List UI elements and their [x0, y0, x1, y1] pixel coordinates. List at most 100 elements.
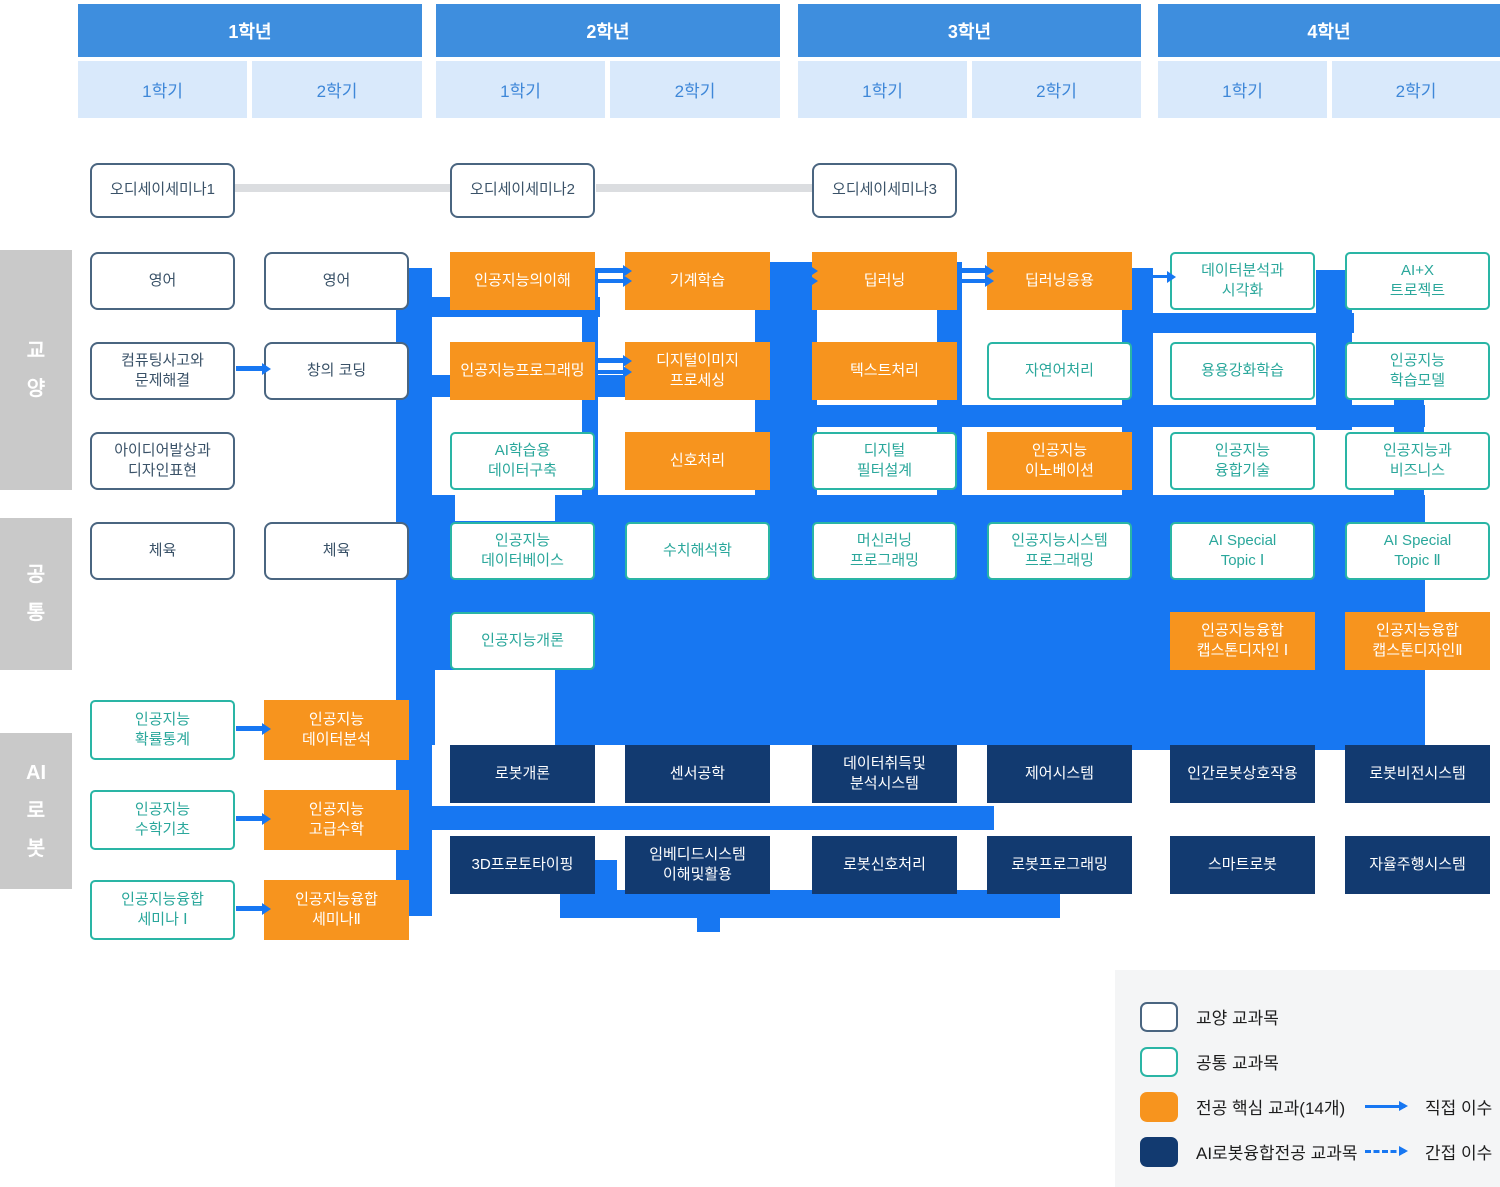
course-aix-project: AI+X 트로젝트 [1345, 252, 1490, 310]
sidebar-label-airobot: AI 로 봇 [0, 733, 72, 889]
legend-label: 전공 핵심 교과(14개) [1196, 1099, 1346, 1118]
odyssey-link-line [596, 184, 814, 192]
prerequisite-arrow [236, 722, 271, 735]
legend-swatch-robot [1140, 1136, 1178, 1167]
connector-band [560, 890, 1060, 918]
course-ai-learning-model: 인공지능 학습모델 [1345, 342, 1490, 400]
course-ai-programming: 인공지능프로그래밍 [450, 342, 595, 400]
legend: 교양 교과목 공통 교과목 전공 핵심 교과(14개) 직접 이수 AI로봇융합… [1115, 970, 1500, 1187]
prerequisite-arrow [772, 275, 818, 287]
course-human-robot-interaction: 인간로봇상호작용 [1170, 745, 1315, 803]
sidebar-label-gyoyang: 교 양 [0, 250, 72, 490]
course-creative-coding: 창의 코딩 [264, 342, 409, 400]
course-ai-convergence-seminar-2: 인공지능융합 세미나Ⅱ [264, 880, 409, 940]
course-text-processing: 텍스트처리 [812, 342, 957, 400]
course-robot-programming: 로봇프로그래밍 [987, 836, 1132, 894]
semester-cell-y2s2: 2학기 [610, 61, 780, 118]
course-ai-convergence-tech: 인공지능 융합기술 [1170, 432, 1315, 490]
connector-band [697, 894, 720, 932]
legend-label: AI로봇융합전공 교과목 [1196, 1144, 1358, 1163]
course-numerical-analysis: 수치해석학 [625, 522, 770, 580]
course-ai-math-basics: 인공지능 수학기초 [90, 790, 235, 850]
course-data-acquisition-analysis: 데이터취득및 분석시스템 [812, 745, 957, 803]
prerequisite-arrow [236, 812, 271, 825]
connector-band [432, 806, 994, 830]
course-data-analysis-visualization: 데이터분석과 시각화 [1170, 252, 1315, 310]
legend-label: 공통 교과목 [1196, 1054, 1279, 1073]
course-ai-innovation: 인공지능 이노베이션 [987, 432, 1132, 490]
odyssey-link-line [234, 184, 452, 192]
legend-swatch-common [1140, 1046, 1178, 1077]
semester-cell-y2s1: 1학기 [436, 61, 605, 118]
course-ai-capstone-1: 인공지능융합 캡스톤디자인 Ⅰ [1170, 612, 1315, 670]
course-smart-robot: 스마트로봇 [1170, 836, 1315, 894]
sidebar-label-gongtong: 공 통 [0, 518, 72, 670]
legend-swatch-gen [1140, 1001, 1178, 1032]
course-deep-learning-application: 딥러닝응용 [987, 252, 1132, 310]
course-ai-training-data: AI학습용 데이터구축 [450, 432, 595, 490]
course-control-system: 제어시스템 [987, 745, 1132, 803]
course-idea-design: 아이디어발상과 디자인표현 [90, 432, 235, 490]
course-ai-introduction: 인공지능개론 [450, 612, 595, 670]
semester-cell-y1s2: 2학기 [252, 61, 422, 118]
year-header-4: 4학년 [1158, 4, 1500, 57]
course-ai-special-topic-2: AI Special Topic Ⅱ [1345, 522, 1490, 580]
course-robot-vision-system: 로봇비전시스템 [1345, 745, 1490, 803]
course-ai-convergence-seminar-1: 인공지능융합 세미나 Ⅰ [90, 880, 235, 940]
course-ai-understanding: 인공지능의이해 [450, 252, 595, 310]
course-digital-image-processing: 디지털이미지 프로세싱 [625, 342, 770, 400]
course-deep-learning: 딥러닝 [812, 252, 957, 310]
course-ai-capstone-2: 인공지능융합 캡스톤디자인Ⅱ [1345, 612, 1490, 670]
year-header-3: 3학년 [798, 4, 1141, 57]
semester-cell-y1s1: 1학기 [78, 61, 247, 118]
course-odyssey-seminar-3: 오디세이세미나3 [812, 163, 957, 218]
course-robot-signal-processing: 로봇신호처리 [812, 836, 957, 894]
legend-swatch-core [1140, 1091, 1178, 1122]
semester-cell-y4s2: 2학기 [1332, 61, 1500, 118]
course-ai-data-analysis: 인공지능 데이터분석 [264, 700, 409, 760]
connector-band [817, 405, 1425, 427]
course-ai-special-topic-1: AI Special Topic Ⅰ [1170, 522, 1315, 580]
course-pe-2: 체육 [264, 522, 409, 580]
course-nlp: 자연어처리 [987, 342, 1132, 400]
course-3d-prototyping: 3D프로토타이핑 [450, 836, 595, 894]
course-ai-advanced-math: 인공지능 고급수학 [264, 790, 409, 850]
prerequisite-arrow [236, 362, 271, 375]
course-ai-probability-statistics: 인공지능 확률통계 [90, 700, 235, 760]
legend-label: 교양 교과목 [1196, 1009, 1279, 1028]
legend-row-gen: 교양 교과목 [1140, 994, 1500, 1039]
prerequisite-arrow [959, 275, 994, 287]
course-machine-learning: 기계학습 [625, 252, 770, 310]
background-patch [435, 670, 555, 745]
semester-cell-y4s1: 1학기 [1158, 61, 1327, 118]
direct-arrow-icon [1365, 1101, 1408, 1111]
semester-cell-y3s1: 1학기 [798, 61, 967, 118]
prerequisite-arrow [772, 264, 818, 277]
year-header-1: 1학년 [78, 4, 422, 57]
prerequisite-arrow [597, 264, 632, 277]
legend-row-robot: AI로봇융합전공 교과목 간접 이수 [1140, 1129, 1500, 1174]
course-computing-thinking: 컴퓨팅사고와 문제해결 [90, 342, 235, 400]
course-pe-1: 체육 [90, 522, 235, 580]
prerequisite-arrow [959, 264, 994, 277]
legend-row-common: 공통 교과목 [1140, 1039, 1500, 1084]
semester-cell-y3s2: 2학기 [972, 61, 1141, 118]
legend-arrow-label: 직접 이수 [1425, 1099, 1493, 1118]
background-patch [455, 495, 555, 521]
course-ai-system-programming: 인공지능시스템 프로그래밍 [987, 522, 1132, 580]
course-english-1: 영어 [90, 252, 235, 310]
course-sensor-engineering: 센서공학 [625, 745, 770, 803]
course-embedded-system: 임베디드시스템 이해및활용 [625, 836, 770, 894]
course-odyssey-seminar-2: 오디세이세미나2 [450, 163, 595, 218]
prerequisite-arrow [597, 354, 632, 367]
course-ai-business: 인공지능과 비즈니스 [1345, 432, 1490, 490]
course-robotics-introduction: 로봇개론 [450, 745, 595, 803]
connector-band [1122, 313, 1354, 333]
connector-band [595, 860, 617, 892]
course-ml-programming: 머신러닝 프로그래밍 [812, 522, 957, 580]
course-applied-reinforcement-learning: 용용강화학습 [1170, 342, 1315, 400]
course-signal-processing: 신호처리 [625, 432, 770, 490]
prerequisite-arrow [1134, 270, 1176, 283]
legend-arrow-label: 간접 이수 [1425, 1144, 1493, 1163]
